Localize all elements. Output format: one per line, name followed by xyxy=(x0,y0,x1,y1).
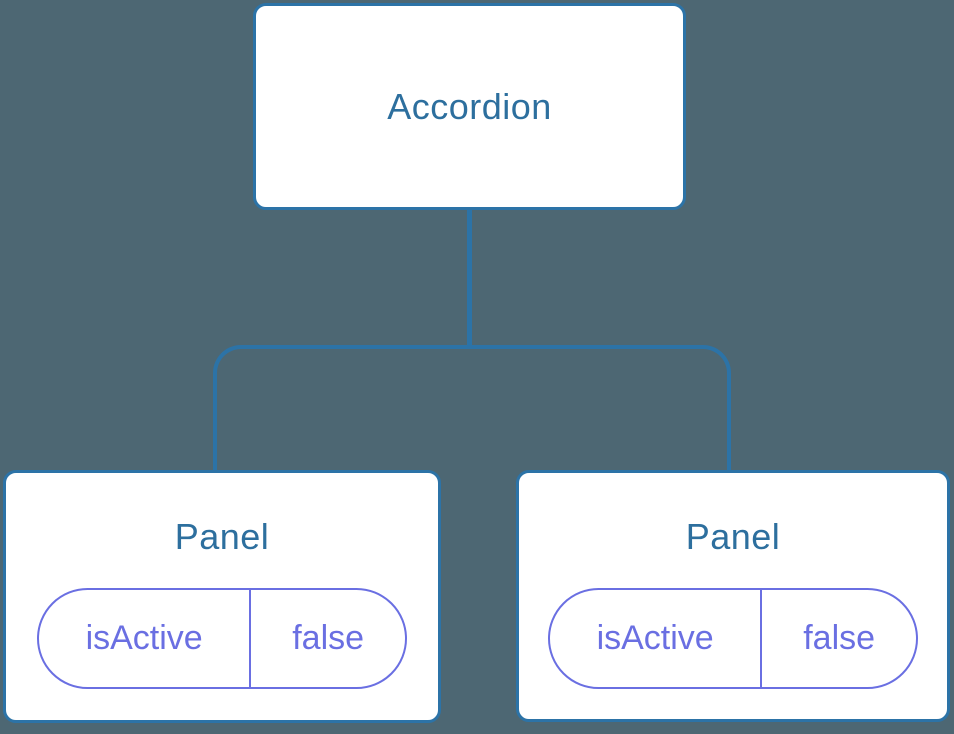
node-accordion: Accordion xyxy=(253,3,686,210)
node-label: Panel xyxy=(685,516,781,557)
connector-stem xyxy=(467,208,472,348)
connector-bracket xyxy=(213,345,731,472)
node-panel-1: Panel isActive false xyxy=(3,470,441,723)
state-key: isActive xyxy=(39,590,252,687)
node-label: Accordion xyxy=(387,85,552,127)
node-panel-2: Panel isActive false xyxy=(516,470,950,722)
state-value: false xyxy=(292,619,365,657)
state-value: false xyxy=(803,619,876,657)
state-key: isActive xyxy=(550,590,763,687)
state-pill: isActive false xyxy=(548,588,918,689)
state-pill: isActive false xyxy=(37,588,407,689)
node-label: Panel xyxy=(174,516,270,557)
